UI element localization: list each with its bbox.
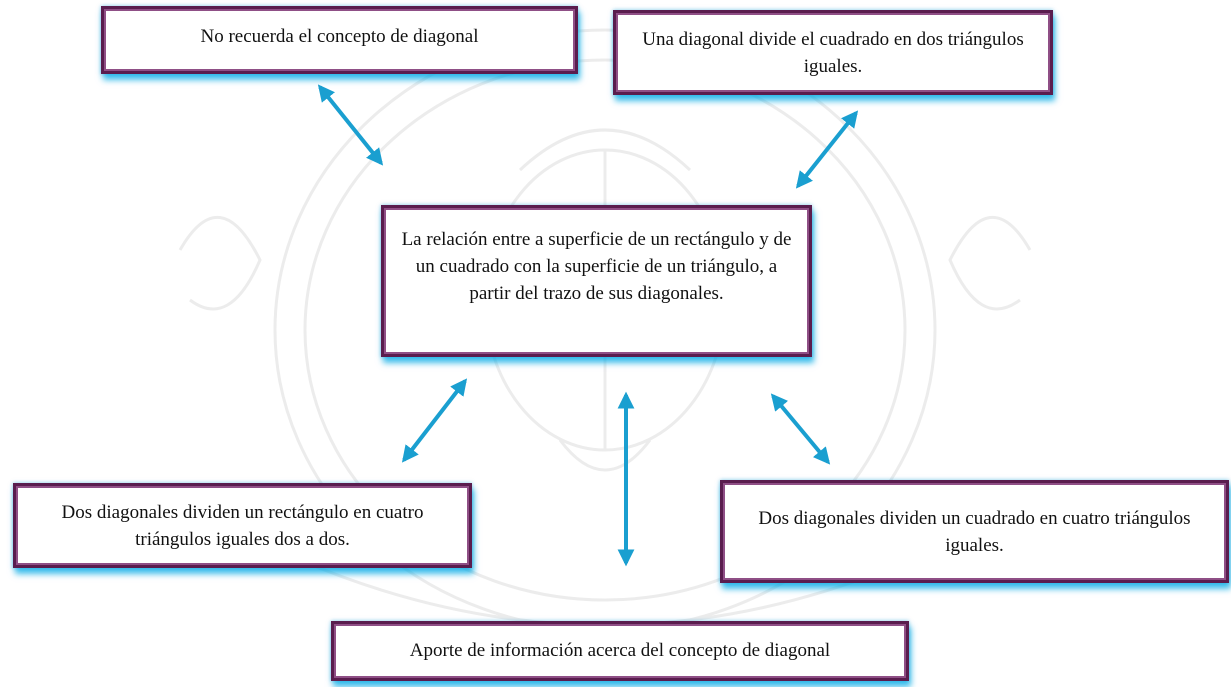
node-center: La relación entre a superficie de un rec… [381,205,812,357]
node-bottom: Aporte de información acerca del concept… [331,621,909,681]
node-bottom-right: Dos diagonales dividen un cuadrado en cu… [720,480,1229,583]
node-top-left: No recuerda el concepto de diagonal [101,6,578,74]
node-center-text: La relación entre a superficie de un rec… [401,229,792,304]
node-top-right-text: Una diagonal divide el cuadrado en dos t… [642,28,1024,77]
arrow-bottom-right [770,393,831,465]
arrow-top-right [795,110,859,189]
arrow-top-left [317,84,384,166]
node-bottom-text: Aporte de información acerca del concept… [409,639,831,661]
node-bottom-left-text: Dos diagonales dividen un rectángulo en … [61,501,424,550]
node-top-right: Una diagonal divide el cuadrado en dos t… [613,10,1053,95]
node-bottom-right-text: Dos diagonales dividen un cuadrado en cu… [758,507,1191,556]
node-top-left-text: No recuerda el concepto de diagonal [200,26,479,47]
node-bottom-left: Dos diagonales dividen un rectángulo en … [13,483,472,568]
arrow-bottom-left [401,378,468,463]
